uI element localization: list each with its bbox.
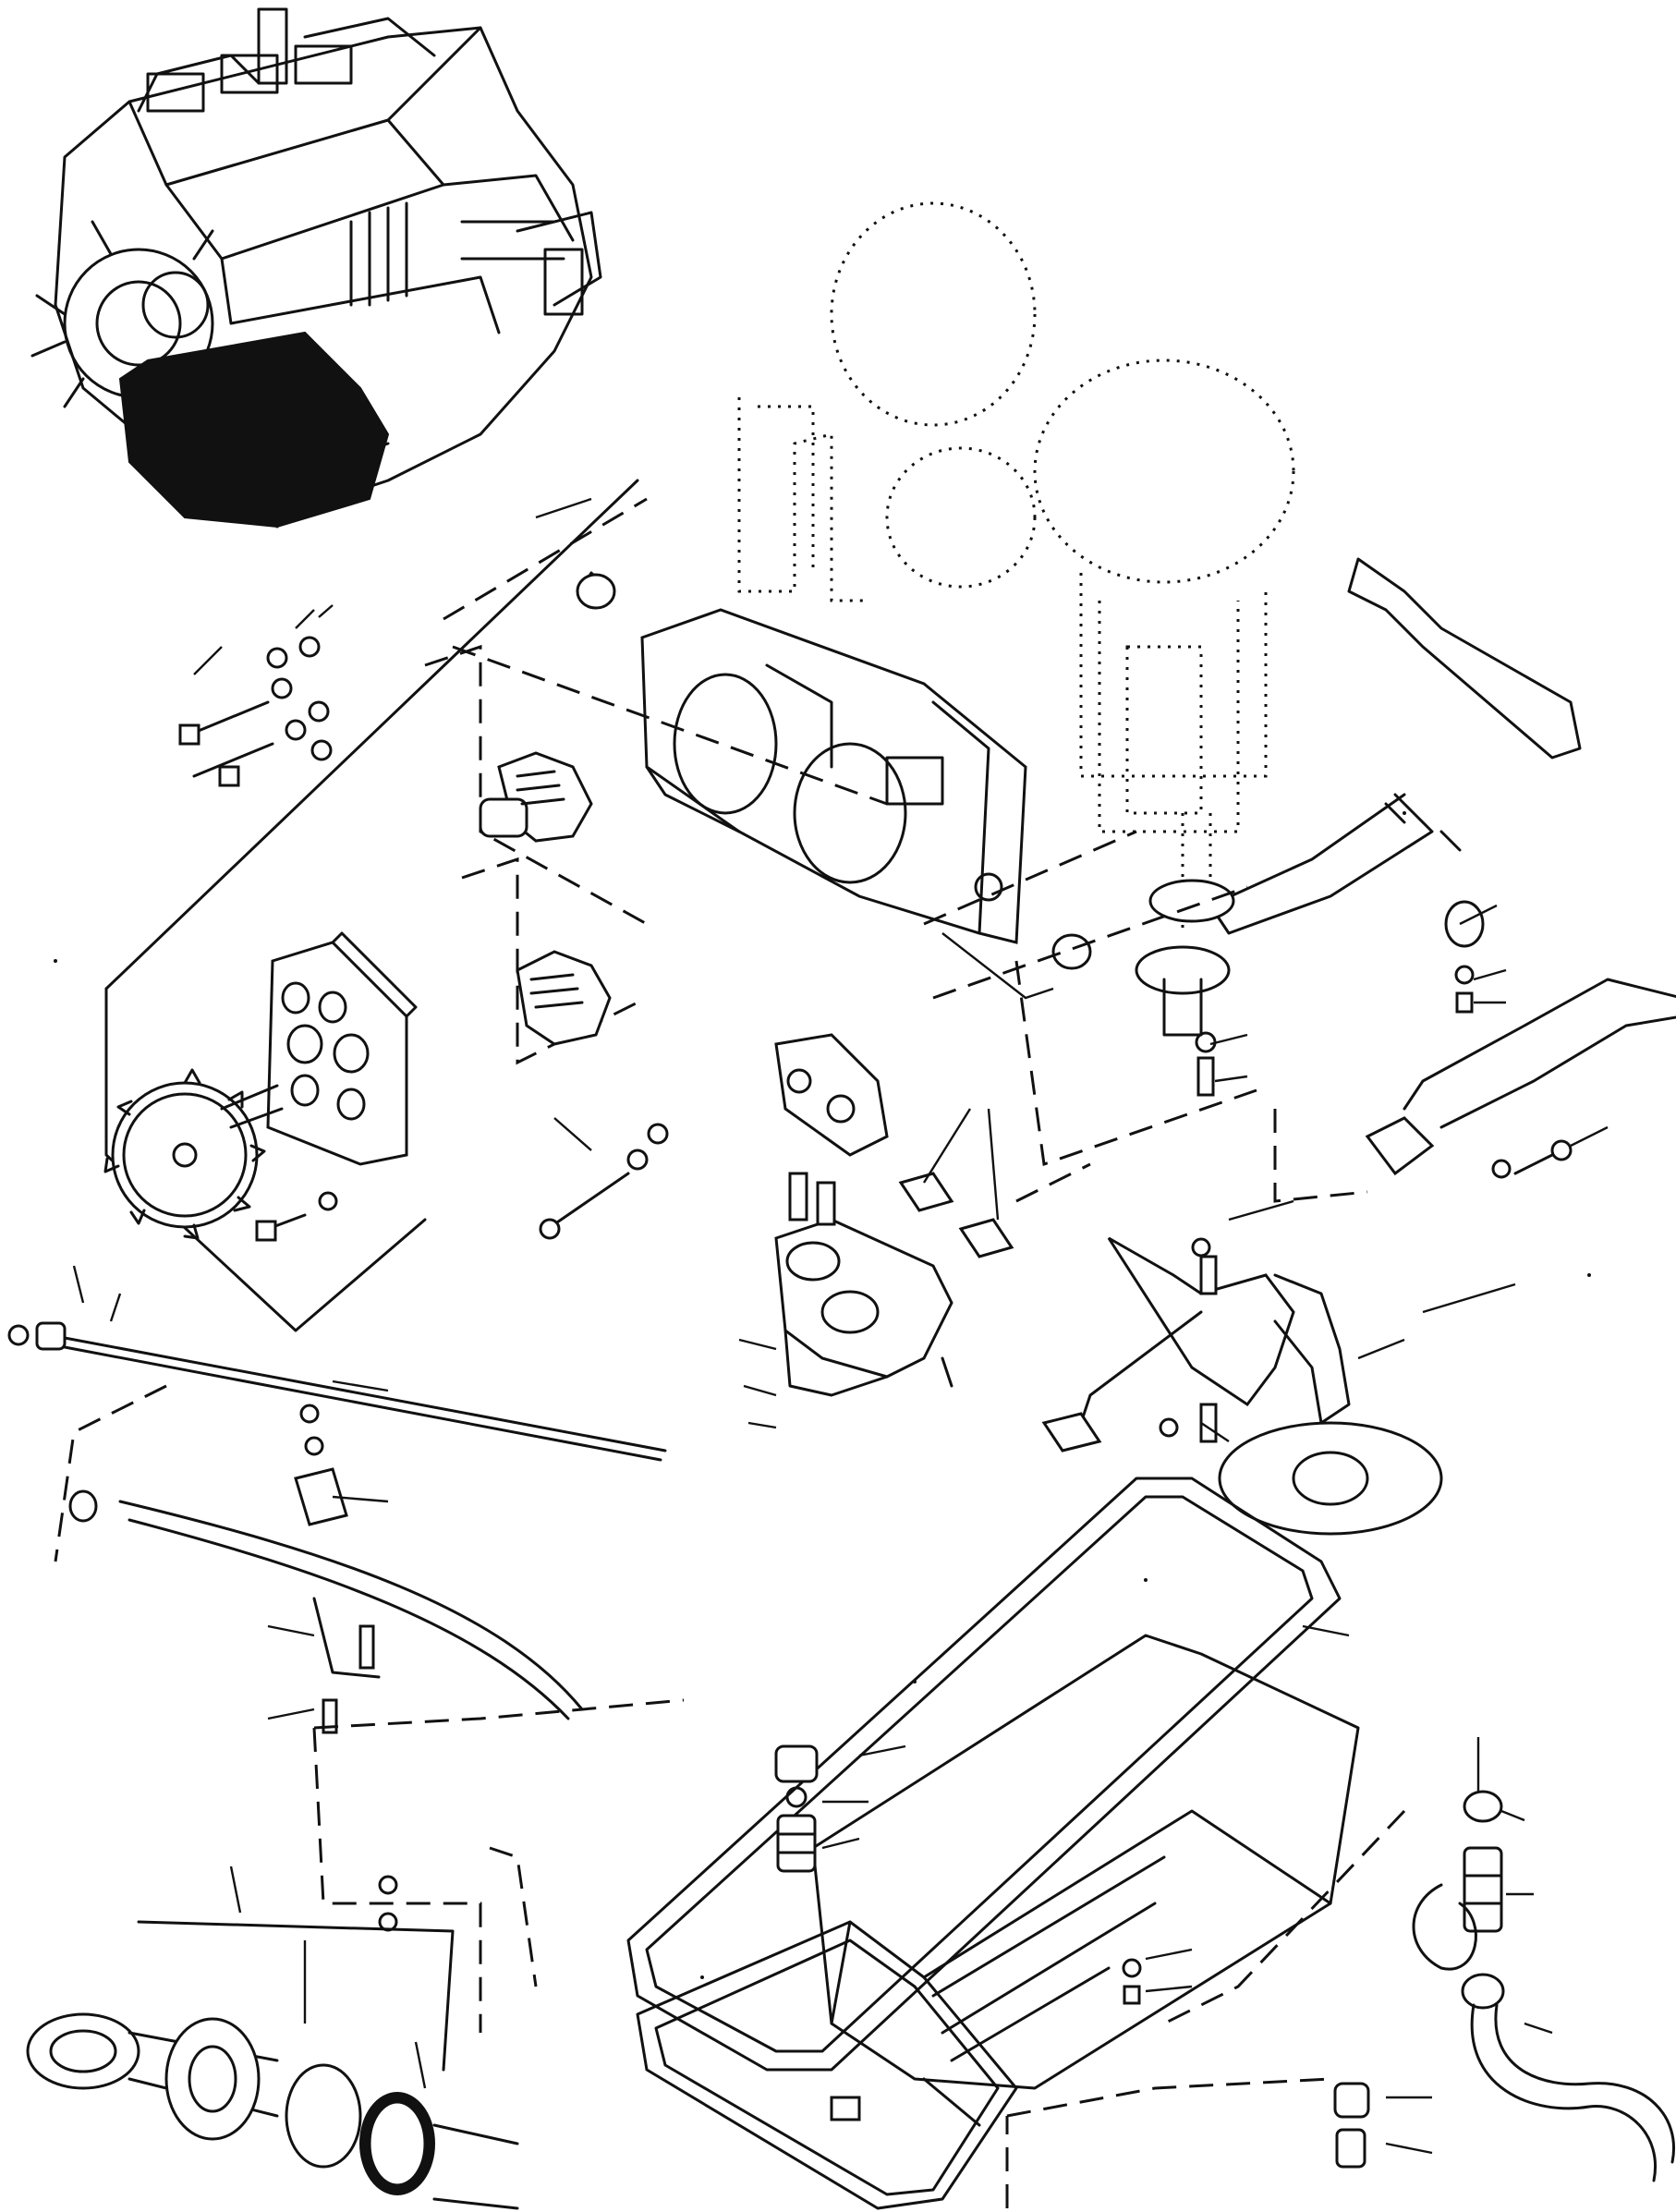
drain-valve <box>1412 1790 1505 2010</box>
oil-pump-gasket <box>774 1033 889 1157</box>
gear-cover-bolt <box>255 1191 338 1242</box>
assembly-dashes <box>54 830 1406 2208</box>
oil-pan <box>636 1634 1360 2210</box>
callout-leaders <box>72 497 1609 2155</box>
pump-bolt <box>539 1123 669 1240</box>
dipstick <box>7 1321 667 1462</box>
gear-cover-plate <box>266 931 418 1166</box>
oil-pan-gasket <box>626 1477 1342 2072</box>
pump-drive-gear <box>516 950 612 1046</box>
dipstick-tube <box>68 1404 584 1734</box>
pickup-tube <box>1041 557 1676 1536</box>
gear-group-frame <box>104 479 888 1332</box>
housing-bolts <box>178 636 333 787</box>
pickup-fasteners <box>1159 900 1573 1443</box>
filter-adapter-detail <box>26 1920 519 2210</box>
timing-gear-housing <box>576 571 1092 1000</box>
drain-plug-stack <box>774 1744 1370 2169</box>
engine-overview <box>30 7 602 529</box>
idler-gear <box>479 751 593 843</box>
drain-hose <box>1470 2003 1675 2182</box>
oil-pump <box>774 1172 1014 1397</box>
lower-block-outline <box>312 1698 685 2033</box>
crank-gear <box>103 1068 284 1240</box>
print-texture <box>54 811 1591 1979</box>
